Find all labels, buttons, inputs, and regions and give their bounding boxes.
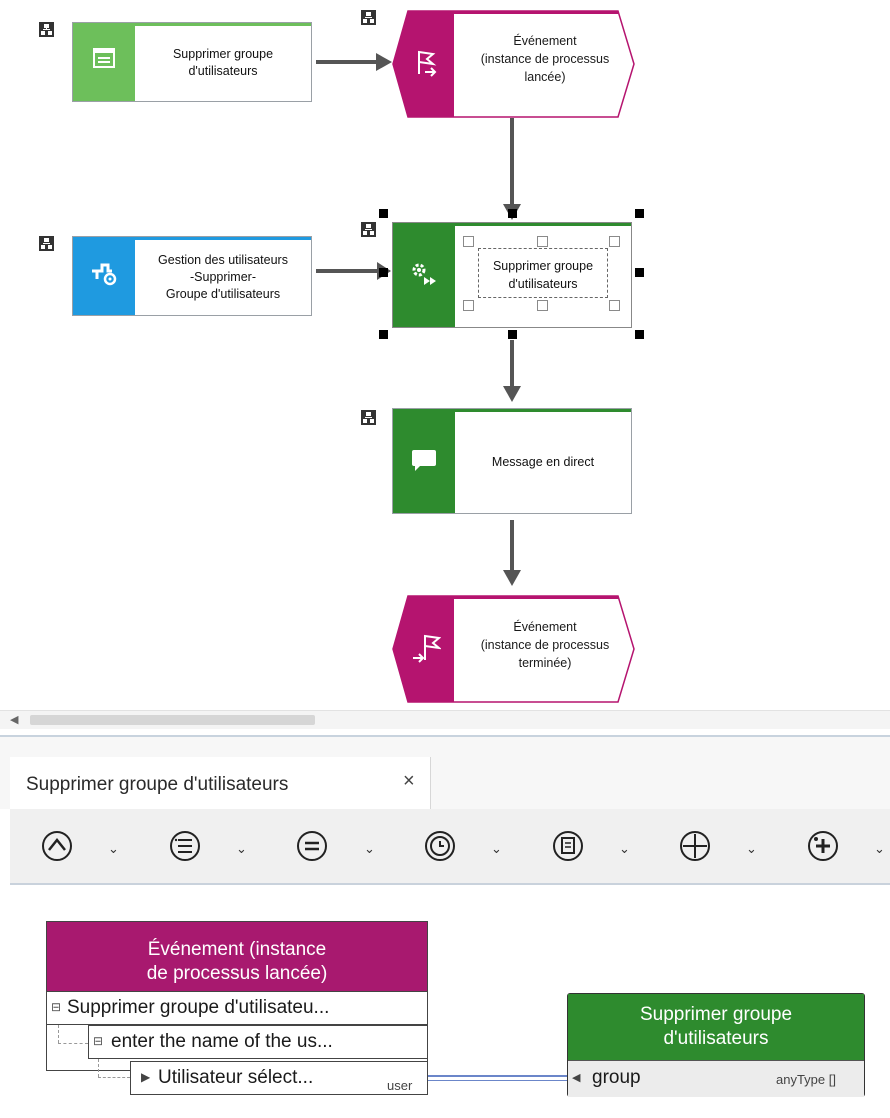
it-function-icon (92, 263, 117, 286)
resize-handle[interactable] (635, 330, 644, 339)
function-node-top[interactable]: Supprimer groupe d'utilisateurs (72, 22, 312, 102)
scroll-left-icon[interactable]: ◀ (10, 714, 19, 726)
target-row[interactable]: ◀ group anyType [] (568, 1060, 864, 1097)
resize-handle[interactable] (379, 209, 388, 218)
type-label: anyType [] (776, 1072, 836, 1087)
tree-row-label: enter the name of the us... (111, 1031, 333, 1052)
it-function-label: Gestion des utilisateurs -Supprimer- Gro… (158, 252, 288, 301)
arrow-head (503, 386, 521, 402)
hierarchy-icon[interactable] (361, 410, 376, 425)
close-icon[interactable]: × (403, 770, 415, 792)
tree-row-label: Utilisateur sélect... (158, 1067, 314, 1088)
event-node-start[interactable] (392, 10, 636, 118)
connector (316, 60, 378, 64)
expand-arrow-icon[interactable]: ▶ (141, 1070, 151, 1084)
collapse-tree-icon[interactable]: ⊟ (93, 1034, 104, 1048)
message-node[interactable]: Message en direct (392, 408, 632, 514)
function-node-selected[interactable] (392, 222, 632, 328)
document-icon[interactable] (551, 829, 585, 863)
tab-label: Supprimer groupe d'utilisateurs (26, 774, 289, 795)
tree-row-label: Supprimer groupe d'utilisateu... (67, 997, 330, 1018)
connector (510, 118, 514, 206)
chevron-down-icon[interactable]: ⌄ (746, 841, 757, 856)
source-mapping-title: Événement (instance de processus lancée) (47, 922, 427, 1002)
hierarchy-icon[interactable] (361, 222, 376, 237)
magic-add-icon[interactable] (806, 829, 840, 863)
resize-handle[interactable] (379, 330, 388, 339)
chevron-down-icon[interactable]: ⌄ (874, 841, 885, 856)
it-function-node[interactable]: Gestion des utilisateurs -Supprimer- Gro… (72, 236, 312, 316)
arrow-head (503, 570, 521, 586)
connector (510, 340, 514, 388)
clock-icon[interactable] (423, 829, 457, 863)
selected-function-label[interactable]: Supprimer groupe d'utilisateurs (492, 259, 594, 291)
resize-handle[interactable] (508, 209, 517, 218)
hierarchy-icon[interactable] (39, 236, 54, 251)
chevron-down-icon[interactable]: ⌄ (619, 841, 630, 856)
screen-icon (93, 48, 115, 68)
flag-start-icon (418, 50, 437, 77)
target-mapping-title: Supprimer groupe d'utilisateurs (568, 994, 864, 1060)
mapping-connector (428, 1075, 568, 1077)
resize-handle[interactable] (635, 209, 644, 218)
list-icon[interactable] (168, 829, 202, 863)
speech-bubble-icon (412, 450, 436, 471)
chevron-down-icon[interactable]: ⌄ (236, 841, 247, 856)
add-circle-icon[interactable] (678, 829, 712, 863)
resize-handle[interactable] (508, 330, 517, 339)
connector (510, 520, 514, 572)
resize-handle[interactable] (379, 268, 388, 277)
collapse-tree-icon[interactable]: ⊟ (51, 1000, 62, 1014)
function-color-bar (73, 23, 135, 101)
message-color-bar (393, 409, 455, 513)
hierarchy-icon[interactable] (361, 10, 376, 25)
arrow-head (376, 53, 392, 71)
hierarchy-icon[interactable] (39, 22, 54, 37)
chevron-down-icon[interactable]: ⌄ (108, 841, 119, 856)
tree-row[interactable]: ▶ Utilisateur sélect... user (130, 1061, 428, 1095)
chevron-down-icon[interactable]: ⌄ (364, 841, 375, 856)
flag-end-icon (413, 634, 441, 663)
function-color-bar (393, 223, 455, 327)
toolbar: ⌄ ⌄ ⌄ ⌄ ⌄ ⌄ ⌄ (10, 809, 890, 885)
event-label: Événement (instance de processus lancée) (480, 34, 610, 84)
chevron-down-icon[interactable]: ⌄ (491, 841, 502, 856)
target-row-label: group (592, 1067, 641, 1088)
scrollbar-thumb[interactable] (30, 715, 315, 725)
tab-supprimer-groupe[interactable]: Supprimer groupe d'utilisateurs × (10, 757, 431, 809)
tree-row[interactable]: ⊟ Supprimer groupe d'utilisateu... (46, 991, 428, 1025)
it-function-color-bar (73, 237, 135, 315)
horizontal-scrollbar[interactable]: ◀ (0, 710, 890, 729)
tree-row[interactable]: ⊟ enter the name of the us... (88, 1025, 428, 1059)
mapping-connector (428, 1080, 568, 1081)
event-end-label: Événement (instance de processus terminé… (480, 620, 610, 670)
message-label: Message en direct (491, 454, 595, 469)
gear-play-icon (412, 263, 436, 285)
collapse-up-icon[interactable] (40, 829, 74, 863)
input-arrow-icon: ◀ (572, 1072, 581, 1084)
event-node-end[interactable] (392, 595, 636, 703)
function-label: Supprimer groupe d'utilisateurs (172, 47, 274, 78)
type-label: user (387, 1078, 413, 1093)
connector (316, 269, 380, 273)
target-mapping-box[interactable]: Supprimer groupe d'utilisateurs ◀ group … (567, 993, 865, 1097)
equals-icon[interactable] (295, 829, 329, 863)
resize-handle[interactable] (635, 268, 644, 277)
